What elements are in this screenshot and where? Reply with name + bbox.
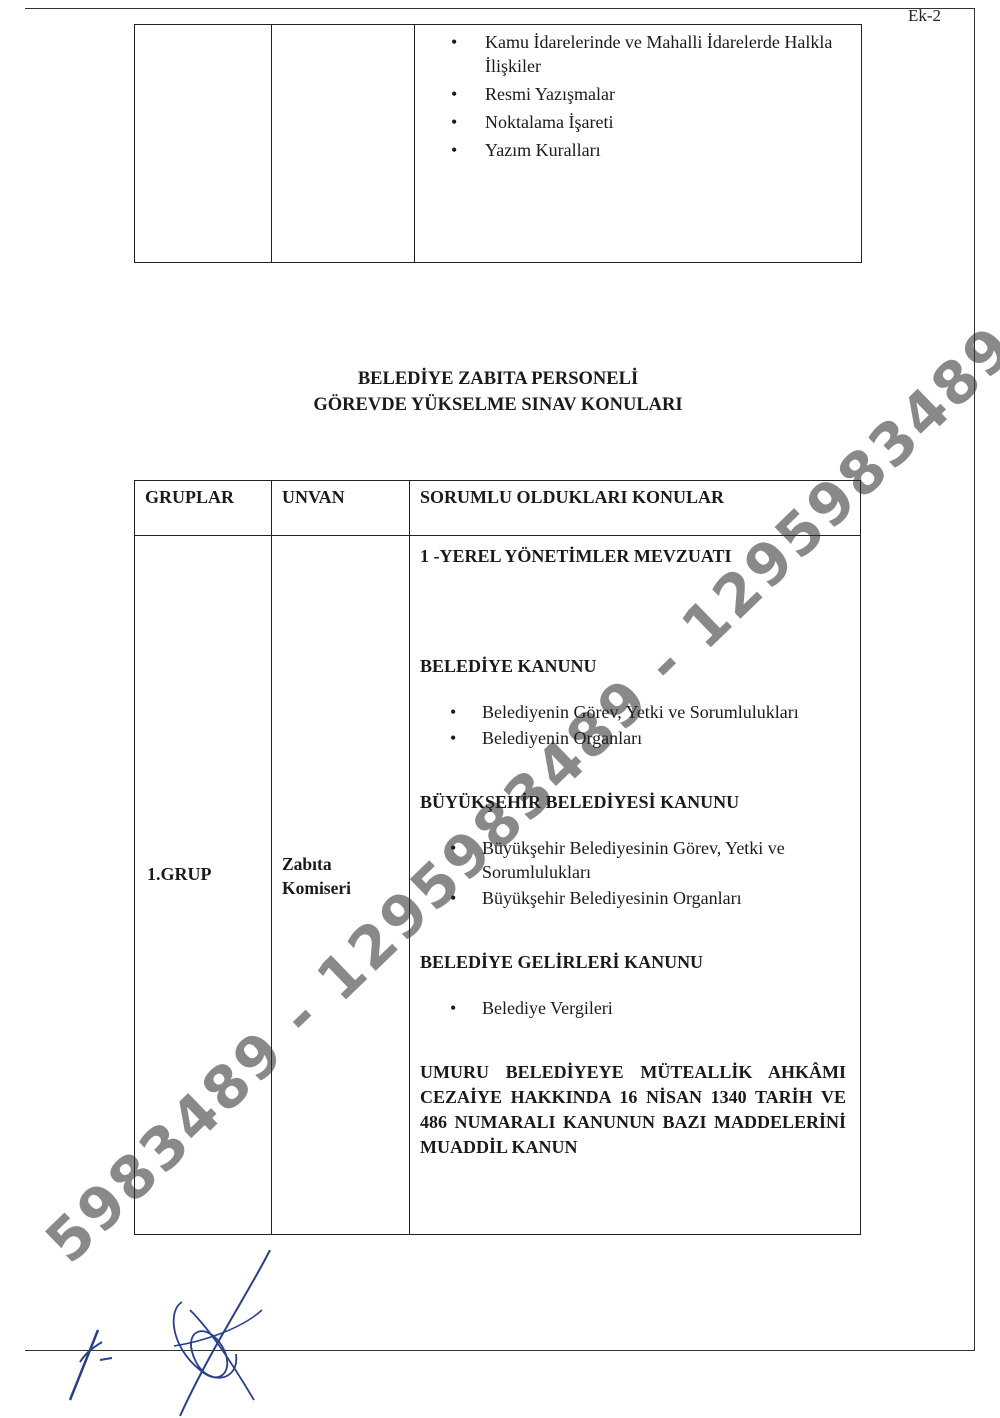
page-frame-top <box>25 8 975 9</box>
table-row: Kamu İdarelerinde ve Mahalli İdarelerde … <box>134 24 862 263</box>
group-cell: 1.GRUP <box>134 535 272 1235</box>
list-item: Büyükşehir Belediyesinin Görev, Yetki ve… <box>420 836 850 884</box>
title-line-2: GÖREVDE YÜKSELME SINAV KONULARI <box>313 395 683 415</box>
group-cell-empty <box>134 24 272 263</box>
list-item: Belediyenin Görev, Yetki ve Sorumlulukla… <box>420 700 850 724</box>
section-list: Büyükşehir Belediyesinin Görev, Yetki ve… <box>420 836 850 910</box>
title-label: Zabıta Komiseri <box>282 854 352 898</box>
list-item: Belediyenin Organları <box>420 726 850 750</box>
page-reference: Ek-2 <box>908 6 942 25</box>
exam-topics-table: GRUPLAR UNVAN SORUMLU OLDUKLARI KONULAR … <box>134 480 861 1235</box>
list-item: Büyükşehir Belediyesinin Organları <box>420 886 850 910</box>
list-item: Belediye Vergileri <box>420 996 850 1020</box>
continuation-table: Kamu İdarelerinde ve Mahalli İdarelerde … <box>134 24 862 263</box>
section-list: Belediyenin Görev, Yetki ve Sorumlulukla… <box>420 700 850 750</box>
main-heading: 1 -YEREL YÖNETİMLER MEVZUATI <box>420 546 732 566</box>
section-heading: BELEDİYE KANUNU <box>420 656 597 676</box>
list-item: Kamu İdarelerinde ve Mahalli İdarelerde … <box>415 30 861 78</box>
section-list: Belediye Vergileri <box>420 996 850 1020</box>
topic-list: Kamu İdarelerinde ve Mahalli İdarelerde … <box>415 25 861 162</box>
topics-cell: Kamu İdarelerinde ve Mahalli İdarelerde … <box>414 24 862 263</box>
header-groups: GRUPLAR <box>134 480 272 536</box>
list-item: Resmi Yazışmalar <box>415 82 861 106</box>
signature-mark <box>68 1250 271 1417</box>
table-row: 1.GRUP Zabıta Komiseri 1 -YEREL YÖNETİML… <box>134 535 861 1235</box>
page-frame-right <box>974 8 975 1350</box>
topics-content: 1 -YEREL YÖNETİMLER MEVZUATI BELEDİYE KA… <box>410 536 860 1160</box>
document-title: BELEDİYE ZABITA PERSONELİ GÖREVDE YÜKSEL… <box>0 366 1000 418</box>
page-frame-bottom <box>25 1350 975 1351</box>
group-label: 1.GRUP <box>147 864 212 884</box>
list-item: Noktalama İşareti <box>415 110 861 134</box>
section-heading: BÜYÜKŞEHİR BELEDİYESİ KANUNU <box>420 792 740 812</box>
title-cell: Zabıta Komiseri <box>271 535 410 1235</box>
list-item: Yazım Kuralları <box>415 138 861 162</box>
title-cell-empty <box>271 24 415 263</box>
law-heading: UMURU BELEDİYEYE MÜTEALLİK AHKÂMI CEZAİY… <box>420 1062 846 1157</box>
header-topics: SORUMLU OLDUKLARI KONULAR <box>409 480 861 536</box>
title-line-1: BELEDİYE ZABITA PERSONELİ <box>357 369 639 389</box>
section-heading: BELEDİYE GELİRLERİ KANUNU <box>420 952 704 972</box>
header-title: UNVAN <box>271 480 410 536</box>
table-header-row: GRUPLAR UNVAN SORUMLU OLDUKLARI KONULAR <box>134 480 861 536</box>
topics-cell: 1 -YEREL YÖNETİMLER MEVZUATI BELEDİYE KA… <box>409 535 861 1235</box>
